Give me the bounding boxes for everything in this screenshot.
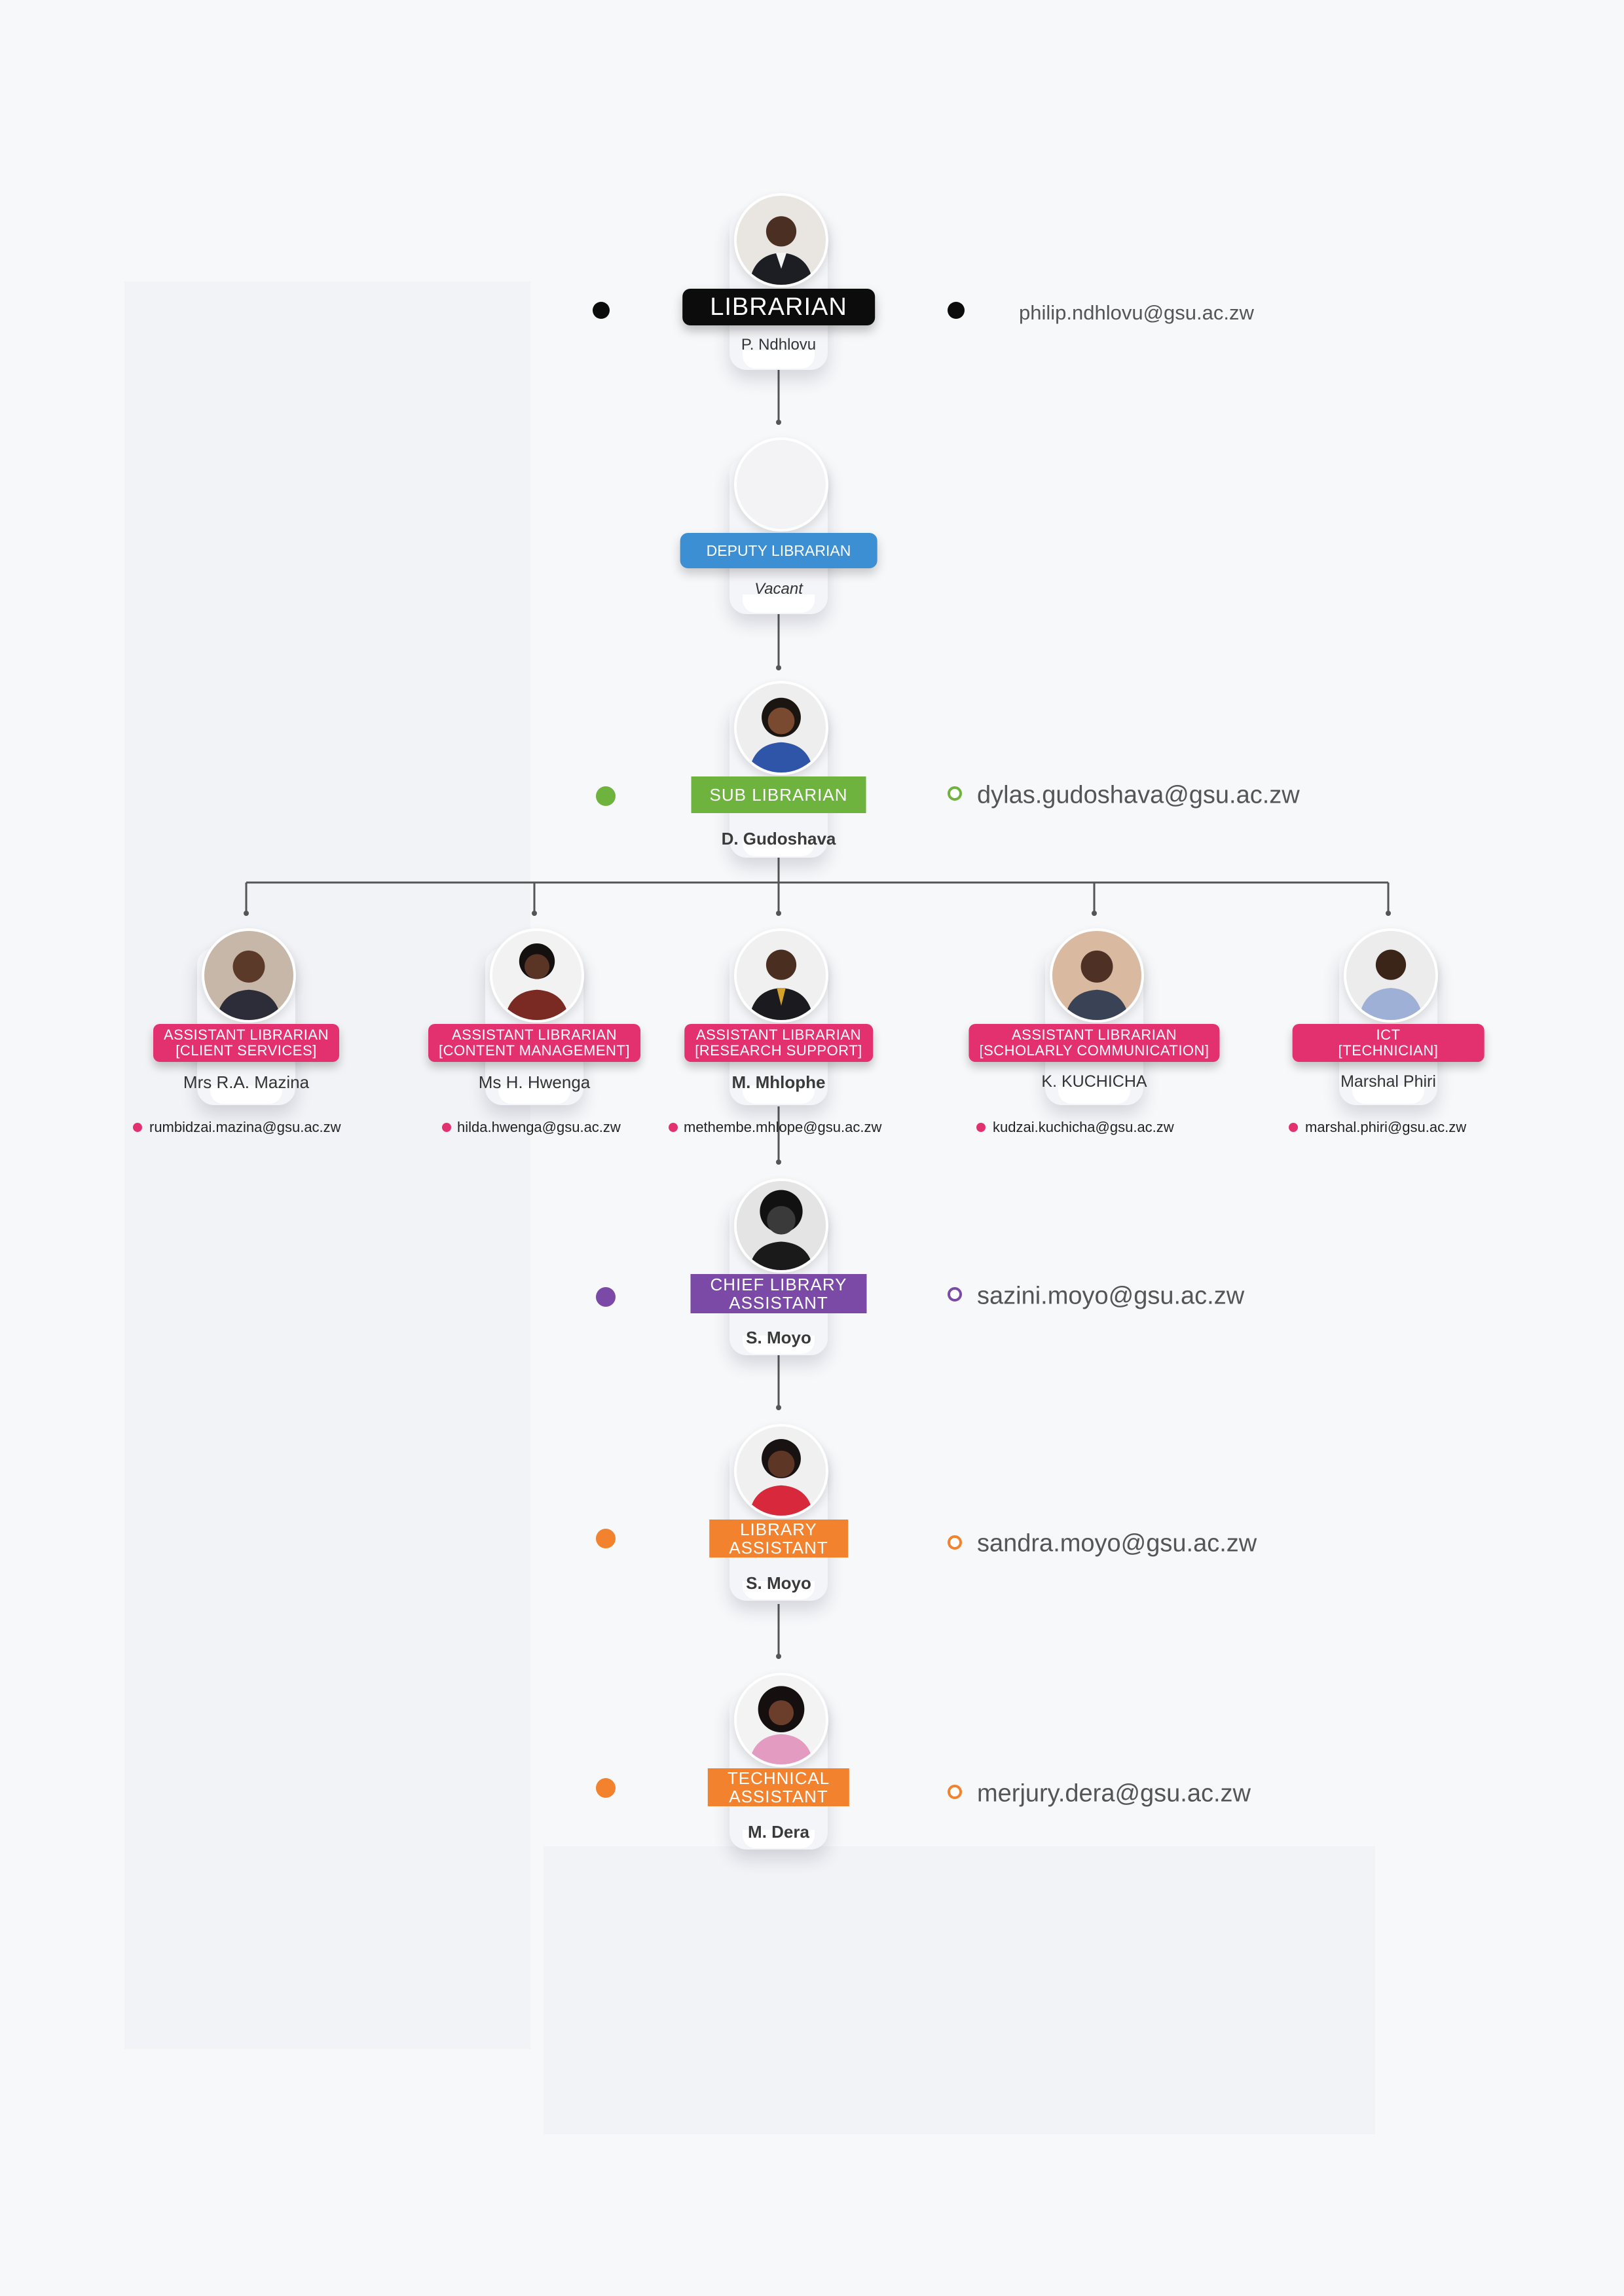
node-librarian: LIBRARIAN P. Ndhlovu [680,193,877,390]
avatar-photo [734,928,828,1023]
avatar-placeholder [734,437,828,532]
person-name: P. Ndhlovu [741,336,817,354]
avatar-photo [202,928,296,1023]
person-name: K. KUCHICHA [1041,1072,1147,1091]
node-assistant-research-support: ASSISTANT LIBRARIAN[RESEARCH SUPPORT] M.… [680,928,877,1125]
bullet-dot [669,1123,678,1132]
bullet-dot [1289,1123,1298,1132]
role-badge: LIBRARIAN [682,289,875,325]
chief-library-assistant-email[interactable]: sazini.moyo@gsu.ac.zw [977,1282,1245,1310]
assistant-email[interactable]: methembe.mhlope@gsu.ac.zw [684,1119,882,1135]
avatar-photo [734,193,828,287]
avatar-photo [734,1673,828,1767]
avatar-photo [734,681,828,775]
role-badge: ASSISTANT LIBRARIAN[RESEARCH SUPPORT] [684,1024,873,1062]
person-name: Vacant [754,580,803,598]
mail-icon [948,1287,962,1302]
bullet-dot [596,1287,616,1307]
role-badge: ASSISTANT LIBRARIAN[CLIENT SERVICES] [153,1024,339,1062]
role-badge: ASSISTANT LIBRARIAN[CONTENT MANAGEMENT] [428,1024,640,1062]
library-assistant-email[interactable]: sandra.moyo@gsu.ac.zw [977,1529,1257,1558]
avatar-photo [734,1424,828,1518]
bullet-dot [596,1778,616,1798]
avatar-photo [490,928,584,1023]
node-assistant-content-management: ASSISTANT LIBRARIAN[CONTENT MANAGEMENT] … [428,928,640,1125]
node-deputy-librarian: DEPUTY LIBRARIAN Vacant [680,437,877,634]
role-badge: ASSISTANT LIBRARIAN[SCHOLARLY COMMUNICAT… [969,1024,1220,1062]
bullet-dot [596,786,616,806]
librarian-email[interactable]: philip.ndhlovu@gsu.ac.zw [1019,301,1254,324]
role-badge: SUB LIBRARIAN [691,776,866,813]
bullet-dot-right [948,302,965,319]
assistant-email[interactable]: marshal.phiri@gsu.ac.zw [1305,1119,1467,1135]
bullet-dot [442,1123,451,1132]
sub-librarian-email[interactable]: dylas.gudoshava@gsu.ac.zw [977,781,1300,809]
person-name: S. Moyo [746,1573,811,1593]
mail-icon [948,786,962,801]
avatar-photo [1050,928,1144,1023]
assistant-email[interactable]: rumbidzai.mazina@gsu.ac.zw [149,1119,341,1135]
node-assistant-client-services: ASSISTANT LIBRARIAN[CLIENT SERVICES] Mrs… [148,928,344,1125]
person-name: M. Mhlophe [731,1072,826,1092]
bullet-dot [976,1123,986,1132]
role-badge: DEPUTY LIBRARIAN [680,533,877,568]
person-name: Ms H. Hwenga [478,1072,591,1092]
avatar-photo [734,1178,828,1273]
mail-icon [948,1535,962,1550]
background-panel-bottom [544,1846,1375,2134]
person-name: S. Moyo [746,1328,811,1347]
node-ict-technician: ICT[TECHNICIAN] Marshal Phiri [1290,928,1486,1125]
node-assistant-scholarly-communication: ASSISTANT LIBRARIAN[SCHOLARLY COMMUNICAT… [969,928,1220,1125]
person-name: M. Dera [748,1822,809,1842]
technical-assistant-email[interactable]: merjury.dera@gsu.ac.zw [977,1779,1251,1808]
person-name: Mrs R.A. Mazina [183,1072,310,1092]
person-name: Marshal Phiri [1340,1072,1436,1091]
person-name: D. Gudoshava [721,829,836,848]
bullet-dot [596,1529,616,1548]
node-sub-librarian: SUB LIBRARIAN D. Gudoshava [680,681,877,877]
assistant-email[interactable]: hilda.hwenga@gsu.ac.zw [457,1119,621,1135]
mail-icon [948,1785,962,1799]
background-panel-left [124,282,530,2049]
bullet-dot-left [593,302,610,319]
assistant-email[interactable]: kudzai.kuchicha@gsu.ac.zw [993,1119,1174,1135]
bullet-dot [133,1123,142,1132]
role-badge: ICT[TECHNICIAN] [1292,1024,1485,1062]
avatar-photo [1344,928,1438,1023]
